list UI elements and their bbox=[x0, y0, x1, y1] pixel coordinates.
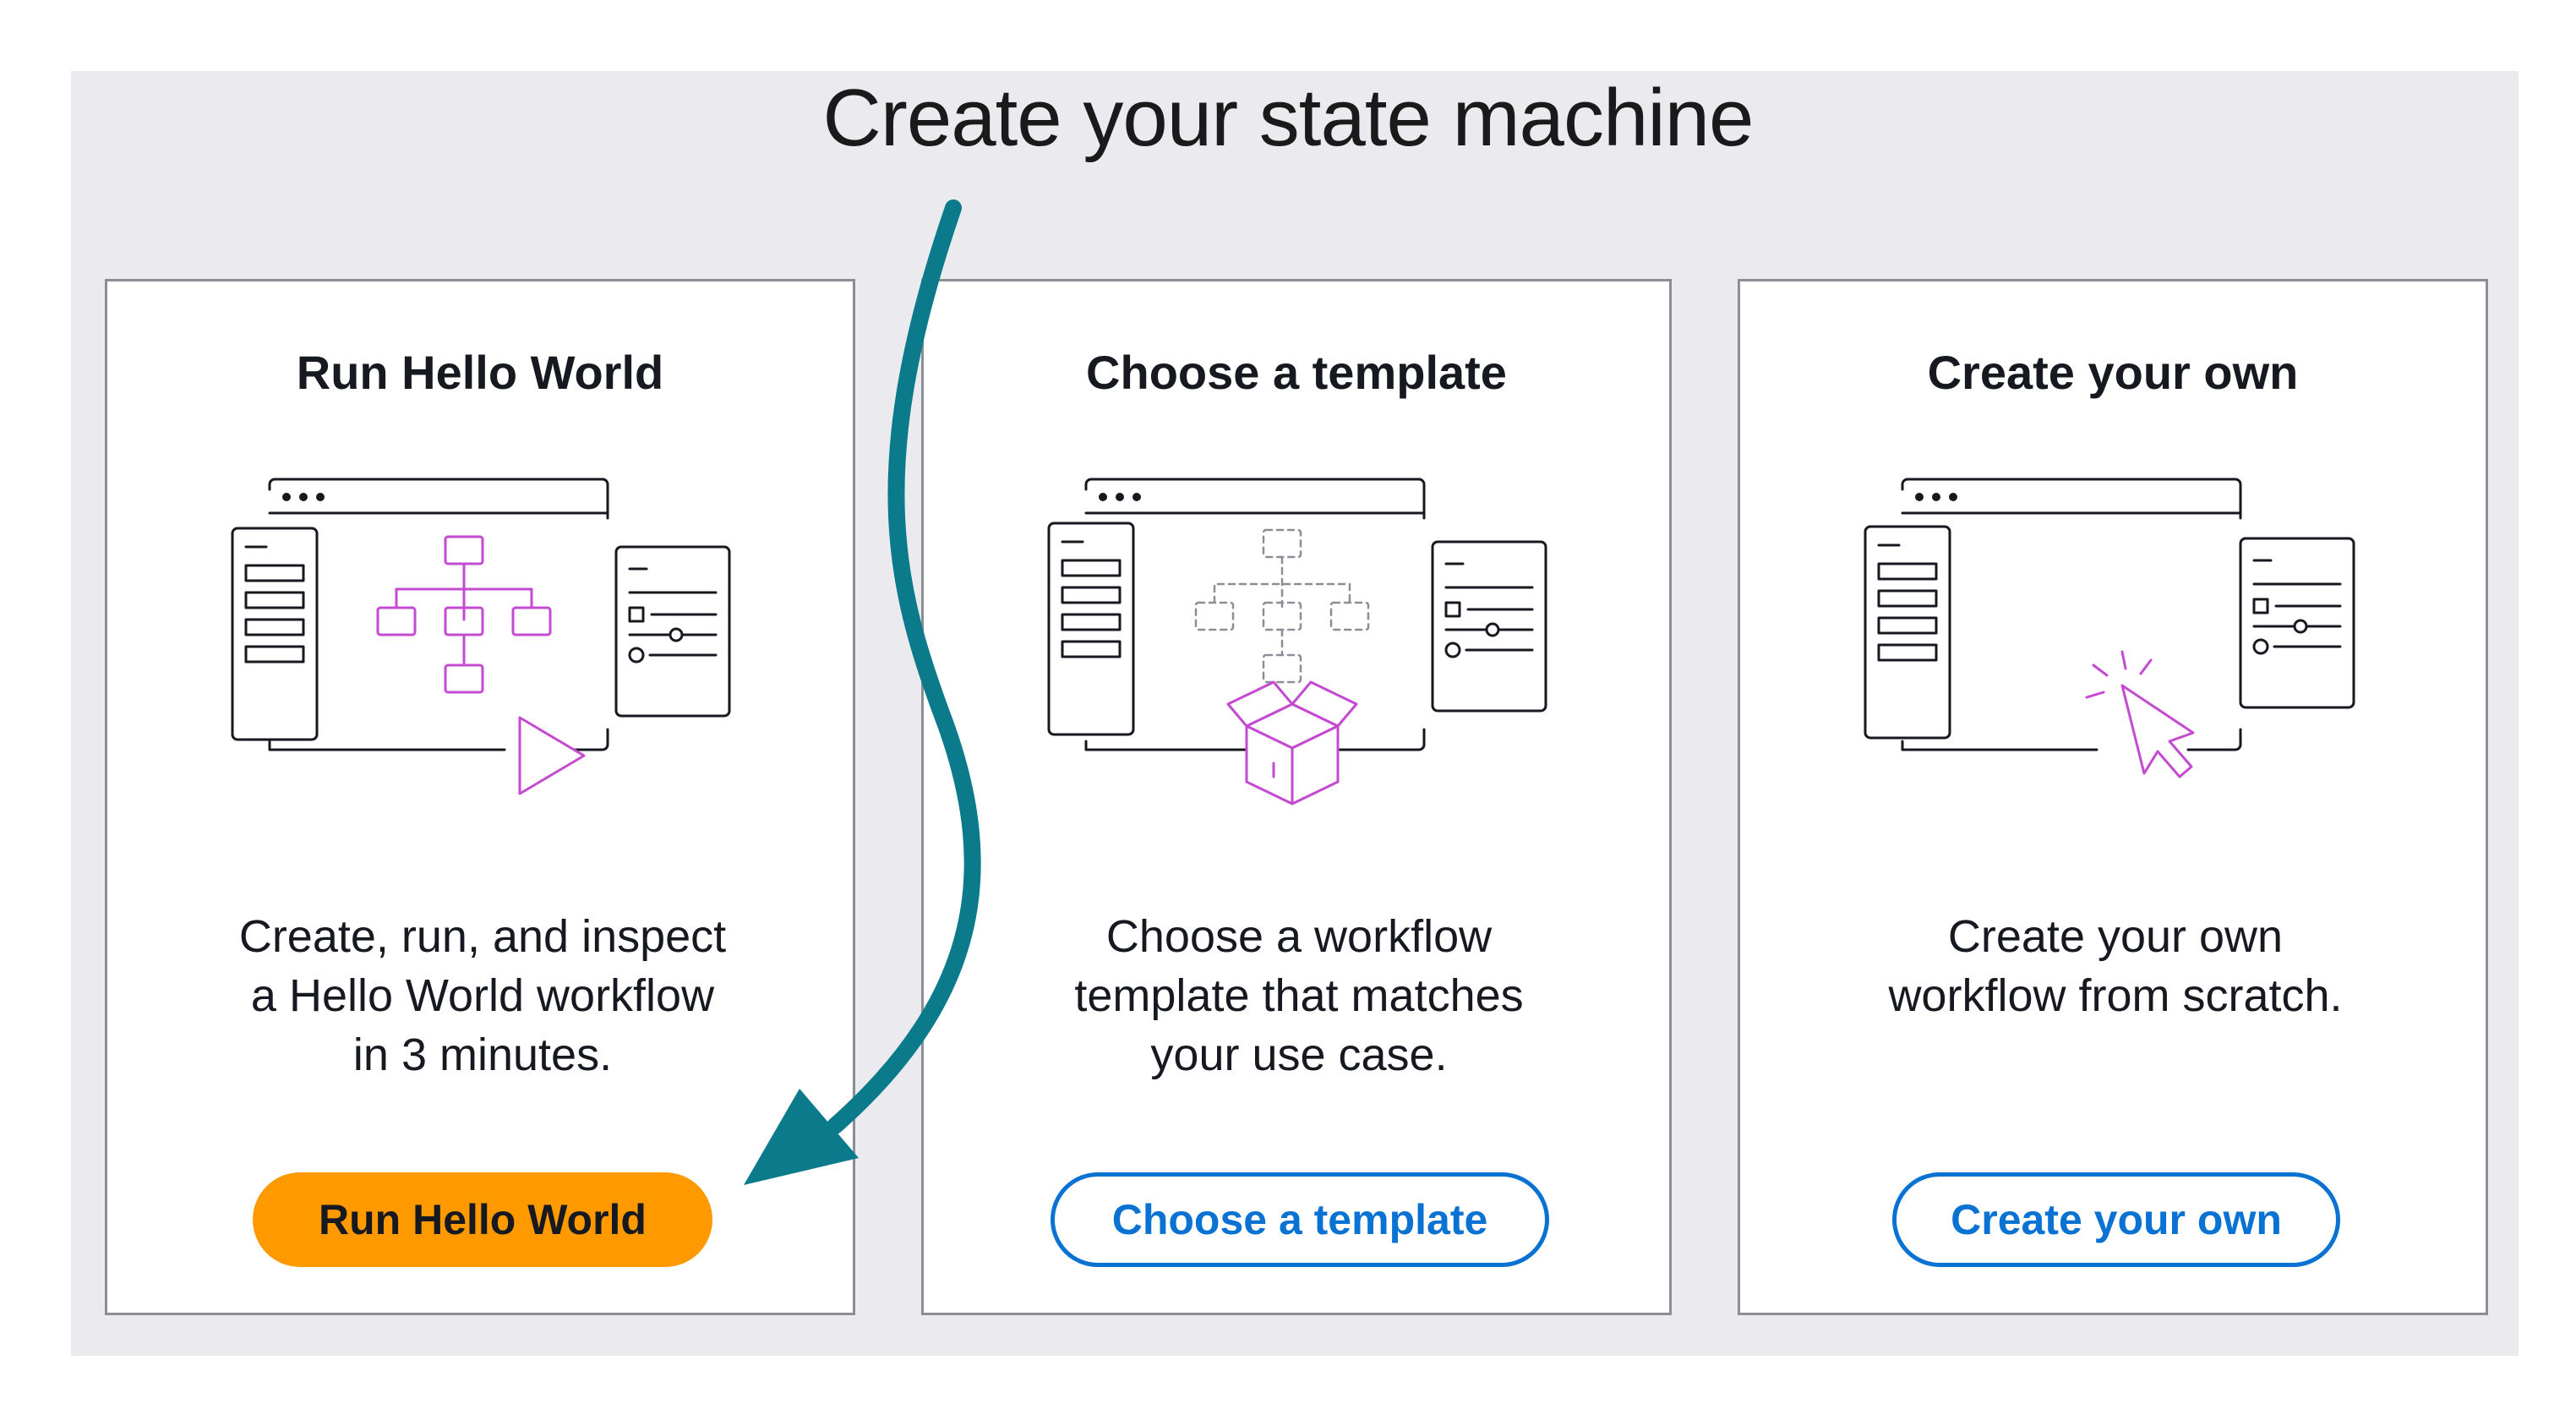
card-title: Create your own bbox=[1927, 346, 2299, 399]
template-box-icon bbox=[1047, 478, 1547, 806]
card-title: Choose a template bbox=[1086, 346, 1507, 399]
create-your-own-button[interactable]: Create your own bbox=[1892, 1172, 2340, 1267]
workflow-play-icon bbox=[231, 478, 731, 795]
description-line: Create your own bbox=[1947, 911, 2284, 962]
description-line: in 3 minutes. bbox=[352, 1030, 613, 1080]
page-title: Create your state machine bbox=[822, 73, 1755, 163]
card-description: Create your own workflow from scratch. bbox=[1774, 907, 2457, 1025]
card-run-hello-world: Run Hello World bbox=[105, 279, 855, 1315]
description-line: workflow from scratch. bbox=[1888, 970, 2343, 1021]
description-line: your use case. bbox=[1150, 1030, 1448, 1080]
description-line: a Hello World workflow bbox=[250, 970, 715, 1021]
card-description: Choose a workflow template that matches … bbox=[958, 907, 1640, 1084]
card-choose-template: Choose a template bbox=[921, 279, 1672, 1315]
description-line: template that matches bbox=[1074, 970, 1524, 1021]
cursor-click-icon bbox=[1864, 478, 2355, 778]
card-description: Create, run, and inspect a Hello World w… bbox=[141, 907, 824, 1084]
description-line: Create, run, and inspect bbox=[238, 911, 727, 962]
card-create-your-own: Create your own bbox=[1738, 279, 2488, 1315]
choose-template-button[interactable]: Choose a template bbox=[1051, 1172, 1549, 1267]
card-title: Run Hello World bbox=[296, 346, 664, 399]
run-hello-world-button[interactable]: Run Hello World bbox=[253, 1172, 712, 1267]
description-line: Choose a workflow bbox=[1105, 911, 1493, 962]
